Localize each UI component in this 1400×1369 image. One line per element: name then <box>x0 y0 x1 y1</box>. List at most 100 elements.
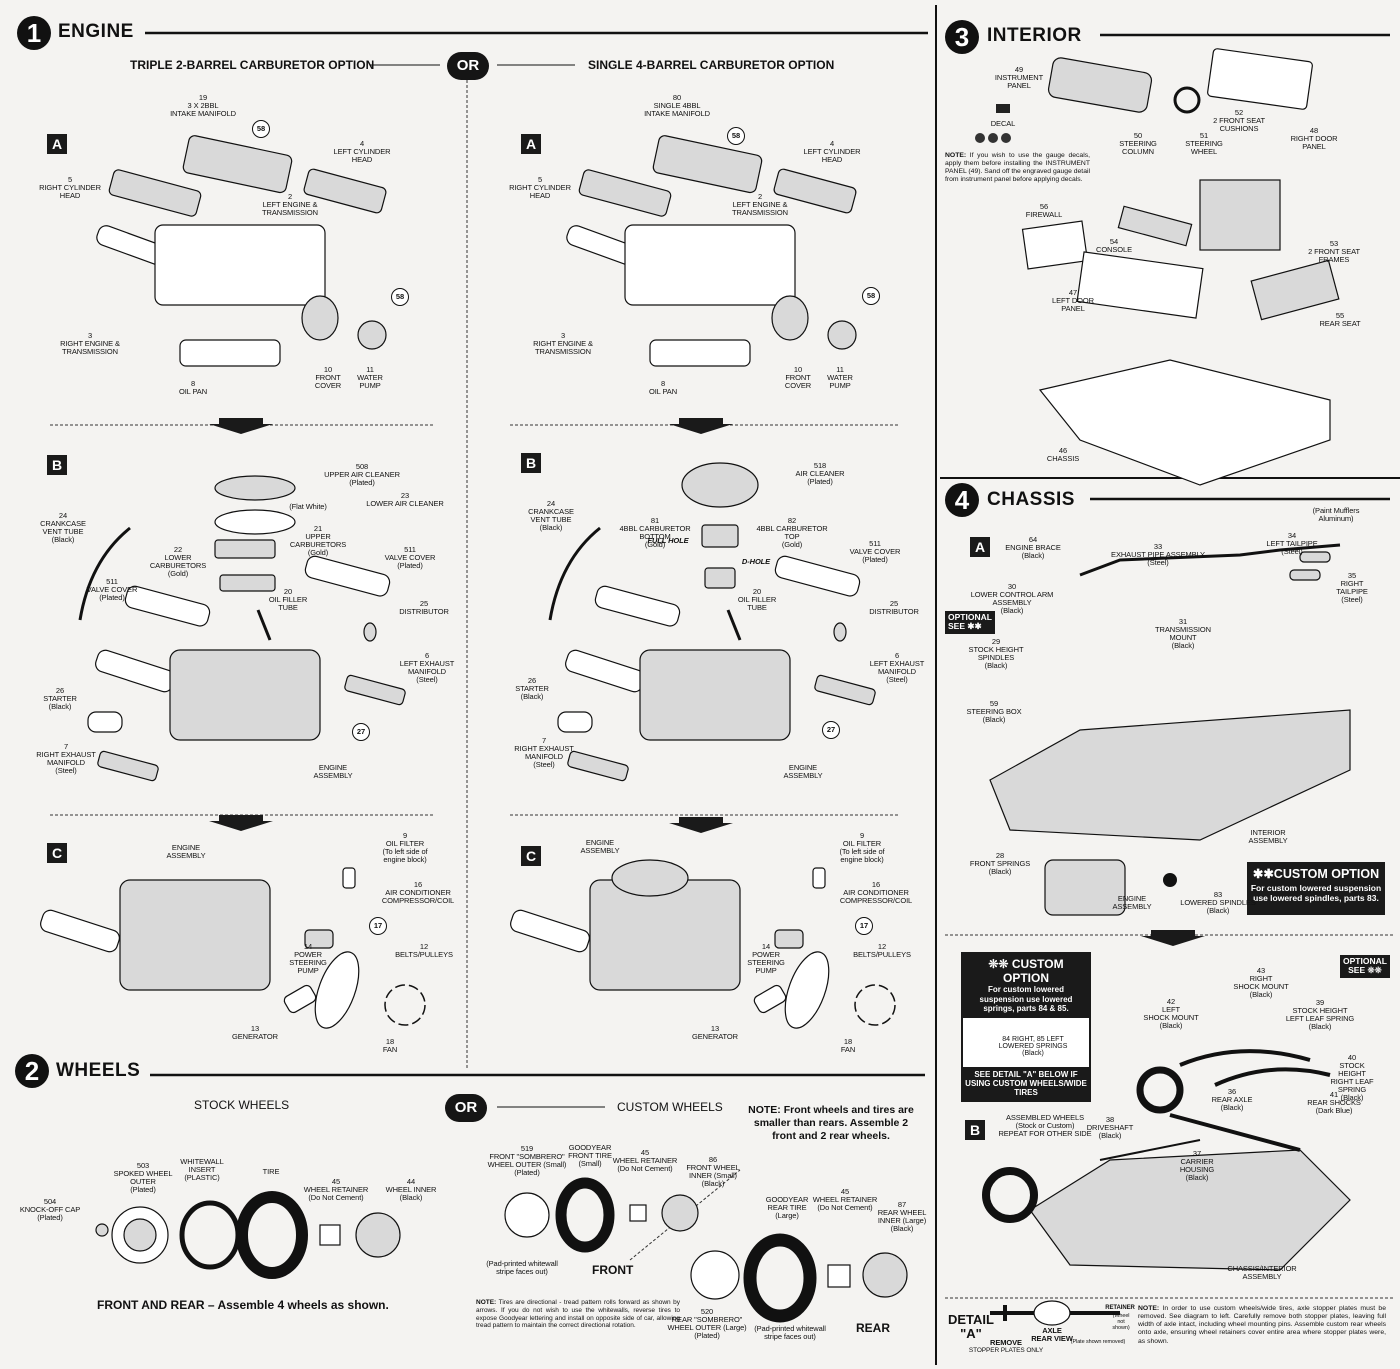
exhaust-pipe <box>1079 543 1341 577</box>
wheel-size-note: NOTE: Front wheels and tires are smaller… <box>748 1104 914 1143</box>
fan <box>854 984 896 1026</box>
part-label: 54 CONSOLE <box>1096 237 1132 255</box>
part-label: 50 STEERING COLUMN <box>1119 131 1157 157</box>
or-badge: OR <box>447 52 489 80</box>
callout-17: 17 <box>855 917 873 935</box>
transmission <box>40 909 120 953</box>
upper-carburetors <box>214 539 276 559</box>
note-head: NOTE: <box>476 1299 497 1306</box>
rear-sombrero-wheel <box>690 1250 740 1300</box>
part-label: 6 LEFT EXHAUST MANIFOLD (Steel) <box>399 651 455 685</box>
callout-58: 58 <box>727 127 745 145</box>
part-label: ENGINE ASSEMBLY <box>313 763 353 781</box>
part-label: 12 BELTS/PULLEYS <box>395 942 453 960</box>
step-arrow <box>209 815 273 831</box>
right-cylinder-head <box>108 169 202 217</box>
part-label: 39 STOCK HEIGHT LEFT LEAF SPRING (Black) <box>1285 998 1355 1032</box>
part-label: 20 OIL FILLER TUBE <box>737 587 777 613</box>
part-label: 8 OIL PAN <box>648 379 678 397</box>
see-detail-a-footer: SEE DETAIL "A" BELOW IF USING CUSTOM WHE… <box>963 1067 1089 1100</box>
wheel-retainer <box>319 1224 341 1246</box>
driveshaft <box>1099 1139 1201 1161</box>
part-label: 3 RIGHT ENGINE & TRANSMISSION <box>533 331 593 357</box>
intake-manifold <box>182 135 293 194</box>
part-label: 3 RIGHT ENGINE & TRANSMISSION <box>60 331 120 357</box>
step-c-right: C <box>521 846 541 866</box>
part-label: 504 KNOCK-OFF CAP (Plated) <box>19 1197 81 1223</box>
part-label: CHASSIS/INTERIOR ASSEMBLY <box>1227 1264 1297 1282</box>
callout-58: 58 <box>391 288 409 306</box>
part-label: GOODYEAR REAR TIRE (Large) <box>765 1195 809 1221</box>
wheel-hub <box>123 1218 157 1252</box>
valve-cover <box>594 585 681 627</box>
rear-wheel-inner <box>862 1252 908 1298</box>
part-label: 13 GENERATOR <box>692 1024 738 1042</box>
step-c-left: C <box>47 843 67 863</box>
left-exhaust-manifold <box>814 674 876 706</box>
part-label: 33 EXHAUST PIPE ASSEMBLY (Steel) <box>1111 542 1205 568</box>
front-sombrero-wheel <box>504 1192 550 1238</box>
part-label: 53 2 FRONT SEAT FRAMES <box>1308 239 1360 265</box>
part-label: 46 CHASSIS <box>1046 446 1080 464</box>
distributor <box>363 622 377 642</box>
section-title-chassis: CHASSIS <box>987 489 1075 510</box>
engine-block <box>624 224 796 306</box>
engine-assembly <box>589 879 741 991</box>
rear-tire <box>743 1233 817 1323</box>
step-b-right: B <box>521 453 541 473</box>
part-label: (Pad-printed whitewall stripe faces out) <box>486 1259 558 1277</box>
part-label: 80 SINGLE 4BBL INTAKE MANIFOLD <box>644 93 710 119</box>
lower-carburetors <box>219 574 276 592</box>
part-label: FULL HOLE <box>647 536 689 545</box>
part-label: 4 LEFT CYLINDER HEAD <box>333 139 391 165</box>
decal-sheet <box>996 104 1010 113</box>
left-cylinder-head <box>773 168 857 214</box>
assembled-wheel <box>1136 1066 1184 1114</box>
section-number-chassis: 4 <box>945 483 979 517</box>
part-label: 59 STEERING BOX (Black) <box>966 699 1022 725</box>
gauge-decal <box>975 133 985 143</box>
stock-wheels-caption: FRONT AND REAR – Assemble 4 wheels as sh… <box>97 1298 389 1312</box>
step-b-left: B <box>47 455 67 475</box>
note-text: In order to use custom wheels/wide tires… <box>1138 1305 1386 1345</box>
intake-manifold <box>652 135 763 194</box>
part-label: 26 STARTER (Black) <box>515 676 549 702</box>
part-label: ENGINE ASSEMBLY <box>1112 894 1152 912</box>
part-label: 22 LOWER CARBURETORS (Gold) <box>149 545 207 579</box>
transmission <box>95 649 175 693</box>
transmission <box>510 909 590 953</box>
callout-58: 58 <box>252 120 270 138</box>
leaf-spring <box>1179 1049 1311 1067</box>
step-arrow <box>209 418 273 434</box>
oil-filter <box>812 867 826 889</box>
custom-wheels-heading: CUSTOM WHEELS <box>617 1100 723 1114</box>
valve-cover <box>774 555 861 597</box>
triple-carb-option-heading: TRIPLE 2-BARREL CARBURETOR OPTION <box>130 58 375 72</box>
belts-pulleys <box>314 951 360 1029</box>
part-label: 48 RIGHT DOOR PANEL <box>1290 126 1338 152</box>
part-label: 83 LOWERED SPINDLES (Black) <box>1180 890 1256 916</box>
right-door-panel <box>1207 48 1313 110</box>
part-label: 4 LEFT CYLINDER HEAD <box>803 139 861 165</box>
part-label: 24 CRANKCASE VENT TUBE (Black) <box>40 511 86 545</box>
part-label: 8 OIL PAN <box>178 379 208 397</box>
air-cleaner <box>611 859 689 897</box>
front-label: FRONT <box>592 1263 634 1277</box>
engine-assembly <box>169 649 321 741</box>
part-label: INTERIOR ASSEMBLY <box>1248 828 1288 846</box>
generator <box>753 984 787 1014</box>
leaf-spring <box>1214 1067 1331 1087</box>
wheel-retainer <box>827 1264 851 1288</box>
gauge-decal <box>988 133 998 143</box>
distributor <box>833 622 847 642</box>
part-label: 10 FRONT COVER <box>314 365 342 391</box>
fan <box>384 984 426 1026</box>
step-arrow <box>669 817 733 833</box>
remove-label: REMOVE <box>990 1338 1022 1347</box>
part-label: 21 UPPER CARBURETORS (Gold) <box>289 524 347 558</box>
part-label: 11 WATER PUMP <box>827 365 853 391</box>
axle-rear-view-label: AXLE REAR VIEW <box>1031 1326 1073 1344</box>
left-door-panel <box>1076 251 1204 319</box>
custom-option-springs-box: ❊❊ CUSTOM OPTION For custom lowered susp… <box>961 952 1091 1102</box>
